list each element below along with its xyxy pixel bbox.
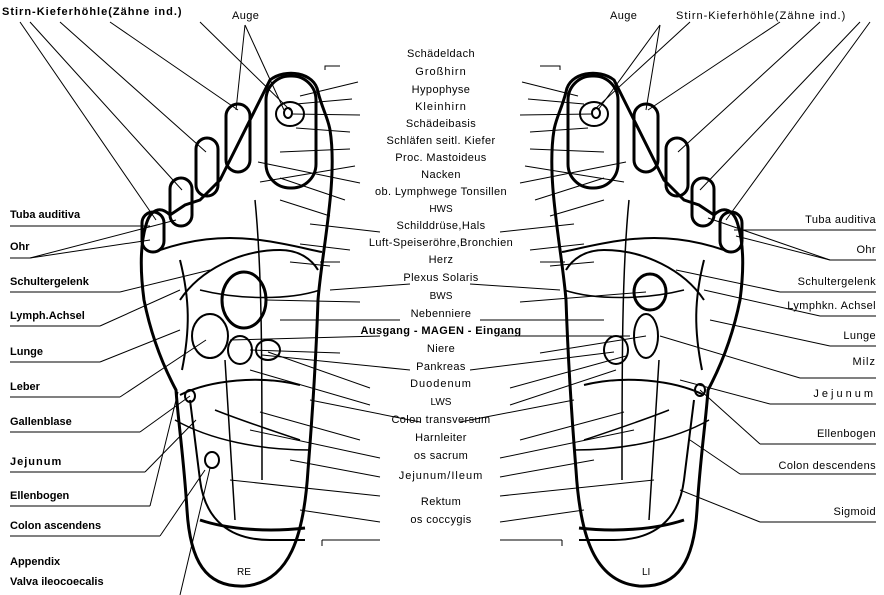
center-label: Kleinhirn bbox=[415, 101, 467, 114]
left-label: Appendix bbox=[10, 556, 60, 569]
right-leader-lines bbox=[660, 218, 876, 522]
center-label: os sacrum bbox=[414, 450, 468, 463]
center-label: Plexus Solaris bbox=[403, 272, 478, 285]
top-right-eye-label: Auge bbox=[610, 10, 637, 23]
center-label: Herz bbox=[429, 254, 454, 267]
center-label: Jejunum/Ileum bbox=[399, 470, 484, 483]
center-label: Schilddrüse,Hals bbox=[397, 220, 486, 233]
center-label: HWS bbox=[429, 203, 452, 216]
center-label: Rektum bbox=[421, 496, 461, 509]
center-label: Schädeldach bbox=[407, 48, 475, 61]
center-label: Duodenum bbox=[410, 378, 472, 391]
left-label: Ohr bbox=[10, 241, 30, 254]
left-label: Lunge bbox=[10, 346, 43, 359]
left-foot-outline bbox=[552, 73, 743, 586]
center-label: Ausgang - MAGEN - Eingang bbox=[361, 325, 522, 338]
left-label: Ellenbogen bbox=[10, 490, 69, 503]
center-label: os coccygis bbox=[410, 514, 471, 527]
center-label: ob. Lymphwege Tonsillen bbox=[375, 186, 507, 199]
right-label: Schultergelenk bbox=[798, 276, 876, 289]
right-label: Colon descendens bbox=[778, 460, 876, 473]
center-label: Colon transversum bbox=[391, 414, 490, 427]
center-label: Harnleiter bbox=[415, 432, 467, 445]
left-label: Jejunum bbox=[10, 456, 62, 469]
left-label: Gallenblase bbox=[10, 416, 72, 429]
top-left-sinus-label: Stirn-Kieferhöhle(Zähne ind.) bbox=[2, 6, 183, 19]
center-label: Großhirn bbox=[415, 66, 466, 79]
center-label: Niere bbox=[427, 343, 455, 356]
left-label: Leber bbox=[10, 381, 40, 394]
center-label: Schädeibasis bbox=[406, 118, 476, 131]
center-label: Proc. Mastoideus bbox=[395, 152, 486, 165]
left-label: Colon ascendens bbox=[10, 520, 101, 533]
right-label: Lunge bbox=[843, 330, 876, 343]
right-foot-tag: RE bbox=[237, 566, 251, 579]
center-label: Hypophyse bbox=[412, 84, 471, 97]
center-label: LWS bbox=[431, 396, 452, 409]
left-foot-tag: LI bbox=[642, 566, 650, 579]
center-label: Schläfen seitl. Kiefer bbox=[386, 135, 495, 148]
right-label: Milz bbox=[852, 356, 876, 369]
center-label: Nacken bbox=[421, 169, 461, 182]
right-foot-outline bbox=[141, 73, 332, 586]
right-label: Sigmoid bbox=[833, 506, 876, 519]
center-label: Luft-Speiseröhre,Bronchien bbox=[369, 237, 513, 250]
right-label: Ohr bbox=[856, 244, 876, 257]
left-label: Valva ileocoecalis bbox=[10, 576, 104, 589]
center-label: Nebenniere bbox=[411, 308, 472, 321]
left-label: Schultergelenk bbox=[10, 276, 89, 289]
right-label: Tuba auditiva bbox=[805, 214, 876, 227]
center-label: Pankreas bbox=[416, 361, 466, 374]
right-label: Jejunum bbox=[813, 388, 876, 401]
top-right-sinus-label: Stirn-Kieferhöhle(Zähne ind.) bbox=[676, 10, 846, 23]
left-label: Tuba auditiva bbox=[10, 209, 80, 222]
top-left-eye-label: Auge bbox=[232, 10, 259, 23]
left-label: Lymph.Achsel bbox=[10, 310, 85, 323]
right-label: Ellenbogen bbox=[817, 428, 876, 441]
right-label: Lymphkn. Achsel bbox=[787, 300, 876, 313]
center-label: BWS bbox=[430, 290, 453, 303]
